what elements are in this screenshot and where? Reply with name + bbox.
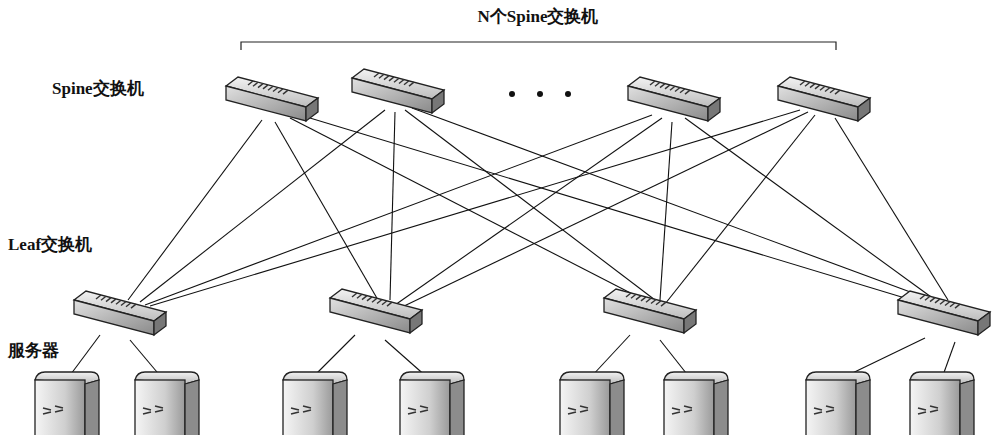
ellipsis-dots: [509, 91, 571, 97]
spine-switches: [226, 69, 870, 121]
switch-icon: [628, 77, 720, 121]
server-icon: [806, 372, 870, 435]
bracket: [241, 42, 836, 50]
server-icon: [664, 372, 728, 435]
switch-icon: [604, 289, 696, 333]
server-icon: [283, 372, 347, 435]
switch-icon: [330, 289, 422, 333]
tier-label: Spine交换机: [52, 80, 144, 99]
switch-icon: [74, 291, 166, 335]
switch-icon: [898, 291, 990, 335]
leaf-switches: [74, 289, 990, 335]
switch-icon: [352, 69, 444, 113]
server-icon: [400, 372, 464, 435]
server-icon: [35, 372, 99, 435]
server-icon: [135, 372, 199, 435]
switch-icon: [226, 77, 318, 121]
tier-label: 服务器: [8, 342, 59, 361]
group-heading: N个Spine交换机: [478, 8, 599, 27]
server-icon: [910, 372, 974, 435]
spine-leaf-links: [128, 108, 948, 308]
tier-label: Leaf交换机: [8, 236, 92, 255]
server-icon: [560, 372, 624, 435]
servers: [35, 372, 974, 435]
switch-icon: [778, 77, 870, 121]
